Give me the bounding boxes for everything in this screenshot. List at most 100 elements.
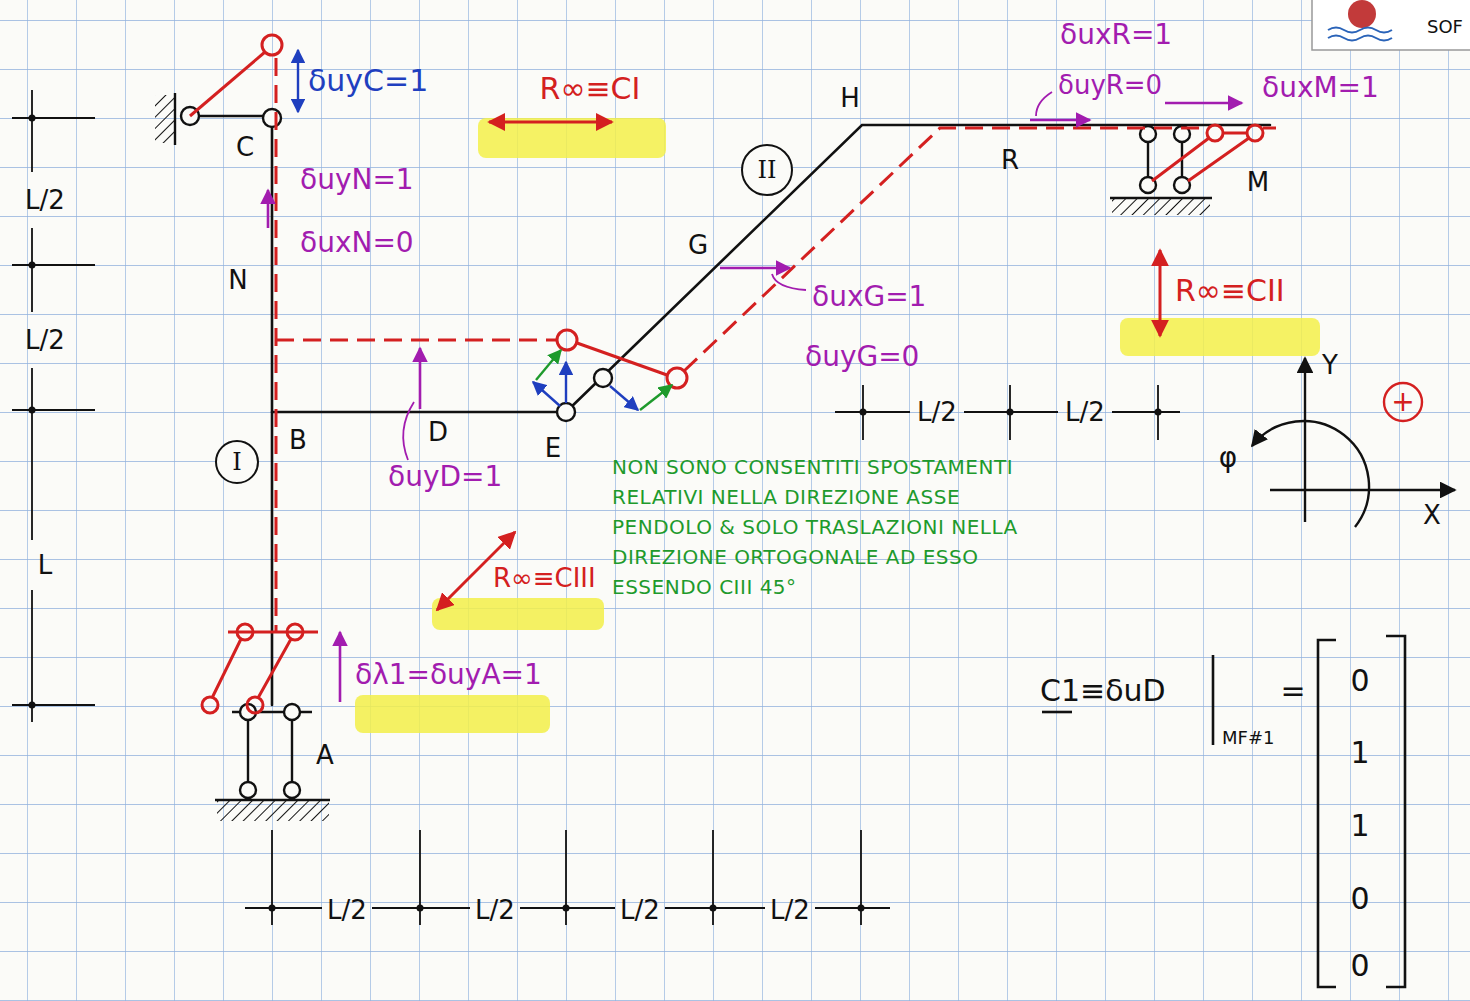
dimension-line bbox=[563, 905, 570, 912]
deformed-shape bbox=[276, 339, 558, 342]
support-symbol bbox=[215, 799, 330, 801]
dimension-line bbox=[272, 830, 861, 925]
vector-label: MF#1 bbox=[1222, 728, 1274, 748]
dimension-line bbox=[12, 118, 95, 705]
support-symbol bbox=[284, 782, 300, 798]
point-label: N bbox=[228, 266, 247, 295]
displacement-arrow bbox=[1036, 92, 1052, 116]
support-symbol bbox=[174, 93, 176, 145]
logo-text: SOF bbox=[1427, 17, 1463, 37]
displacement-label: δuxN=0 bbox=[300, 228, 414, 259]
support-symbol bbox=[248, 720, 292, 782]
structure-member bbox=[272, 411, 566, 414]
hinge bbox=[181, 107, 612, 421]
reaction-label: R∞≡CI bbox=[540, 72, 641, 105]
deformed-shape bbox=[262, 35, 282, 55]
reaction-arrow bbox=[1159, 250, 1162, 336]
dimension-label: L/2 bbox=[620, 896, 660, 925]
displacement-vector bbox=[533, 382, 560, 406]
deformed-shape bbox=[202, 697, 218, 713]
axes bbox=[1270, 489, 1455, 491]
deformed-shape bbox=[577, 343, 667, 375]
vector-entry: 0 bbox=[1350, 882, 1369, 915]
displacement-label: δuxM=1 bbox=[1262, 73, 1379, 104]
reaction-arrow bbox=[489, 121, 612, 124]
displacement-vector bbox=[536, 350, 672, 410]
dimension-label: L/2 bbox=[25, 186, 65, 215]
vector-label: C1≡δuD bbox=[1040, 674, 1166, 707]
displacement-vector bbox=[536, 350, 561, 380]
highlight bbox=[355, 118, 1320, 733]
note: NON SONO CONSENTITI SPOSTAMENTI RELATIVI… bbox=[612, 452, 1032, 602]
dimension-label: L/2 bbox=[1065, 398, 1105, 427]
deformed-shape bbox=[237, 624, 253, 640]
logo bbox=[1348, 0, 1376, 28]
axes bbox=[1252, 421, 1369, 527]
member-number: I bbox=[232, 450, 241, 474]
reaction-arrow bbox=[437, 122, 1422, 610]
dimension-line bbox=[29, 115, 36, 122]
reaction-arrow bbox=[1384, 383, 1422, 421]
deformed-shape bbox=[667, 368, 687, 388]
member-number-circle: II bbox=[741, 144, 793, 196]
logo bbox=[1312, 0, 1470, 50]
sign-label: + bbox=[1391, 387, 1414, 418]
logo bbox=[1312, 0, 1470, 50]
dimension-line bbox=[29, 407, 36, 414]
axis-label: X bbox=[1423, 501, 1441, 530]
vector-label: = bbox=[1280, 674, 1305, 707]
support-symbol bbox=[240, 126, 1190, 798]
deformed-shape bbox=[1152, 138, 1249, 181]
dimension-line bbox=[12, 90, 1180, 925]
member-number-circle: I bbox=[215, 440, 259, 484]
displacement-arrow bbox=[403, 402, 414, 460]
vector-entry: 0 bbox=[1350, 949, 1369, 982]
point-label: C bbox=[236, 133, 254, 162]
point-label: R bbox=[1001, 146, 1019, 175]
support-symbol bbox=[155, 93, 1212, 821]
deformed-shape bbox=[212, 639, 291, 698]
deformed-shape bbox=[287, 624, 303, 640]
dimension-line bbox=[858, 905, 865, 912]
point-label: H bbox=[840, 84, 860, 113]
deformed-shape bbox=[1223, 128, 1276, 133]
dimension-line bbox=[417, 905, 424, 912]
dimension-line bbox=[29, 702, 36, 709]
dimension-line bbox=[29, 262, 36, 269]
displacement-label: δuyR=0 bbox=[1058, 71, 1162, 100]
vector-bracket bbox=[1212, 655, 1215, 745]
dimension-line bbox=[863, 385, 1158, 440]
structure-member bbox=[566, 125, 1270, 412]
axis-label: Y bbox=[1322, 351, 1338, 380]
displacement-label: δuyN=1 bbox=[300, 165, 414, 196]
vector-entry: 1 bbox=[1350, 809, 1369, 842]
displacement-vector bbox=[297, 50, 299, 112]
deformed-shape bbox=[275, 58, 278, 632]
axes bbox=[1304, 358, 1306, 522]
highlight bbox=[478, 118, 666, 158]
dimension-label: L/2 bbox=[327, 896, 367, 925]
displacement-arrow bbox=[268, 92, 1242, 702]
dimension-line bbox=[1007, 409, 1014, 416]
displacement-arrow bbox=[339, 632, 342, 702]
dimension-line bbox=[269, 905, 276, 912]
reaction-label: R∞≡CII bbox=[1175, 274, 1285, 307]
dimension-label: L bbox=[38, 551, 53, 580]
dimension-line bbox=[710, 905, 717, 912]
structure-member bbox=[190, 115, 263, 118]
deformed-shape bbox=[247, 697, 263, 713]
displacement-label: δuyD=1 bbox=[388, 462, 502, 493]
deformed-shape bbox=[557, 330, 577, 350]
displacement-arrow bbox=[1165, 102, 1242, 105]
dimension-label: L/2 bbox=[25, 326, 65, 355]
vector-bracket bbox=[1386, 636, 1405, 987]
dimension-line bbox=[860, 409, 867, 416]
highlight bbox=[1120, 318, 1320, 356]
dimension-line bbox=[29, 115, 1162, 912]
displacement-label: δuxR=1 bbox=[1060, 20, 1172, 51]
reaction-label: R∞≡CIII bbox=[493, 564, 596, 593]
point-label: G bbox=[688, 231, 708, 260]
displacement-label: δuyG=0 bbox=[805, 342, 919, 373]
